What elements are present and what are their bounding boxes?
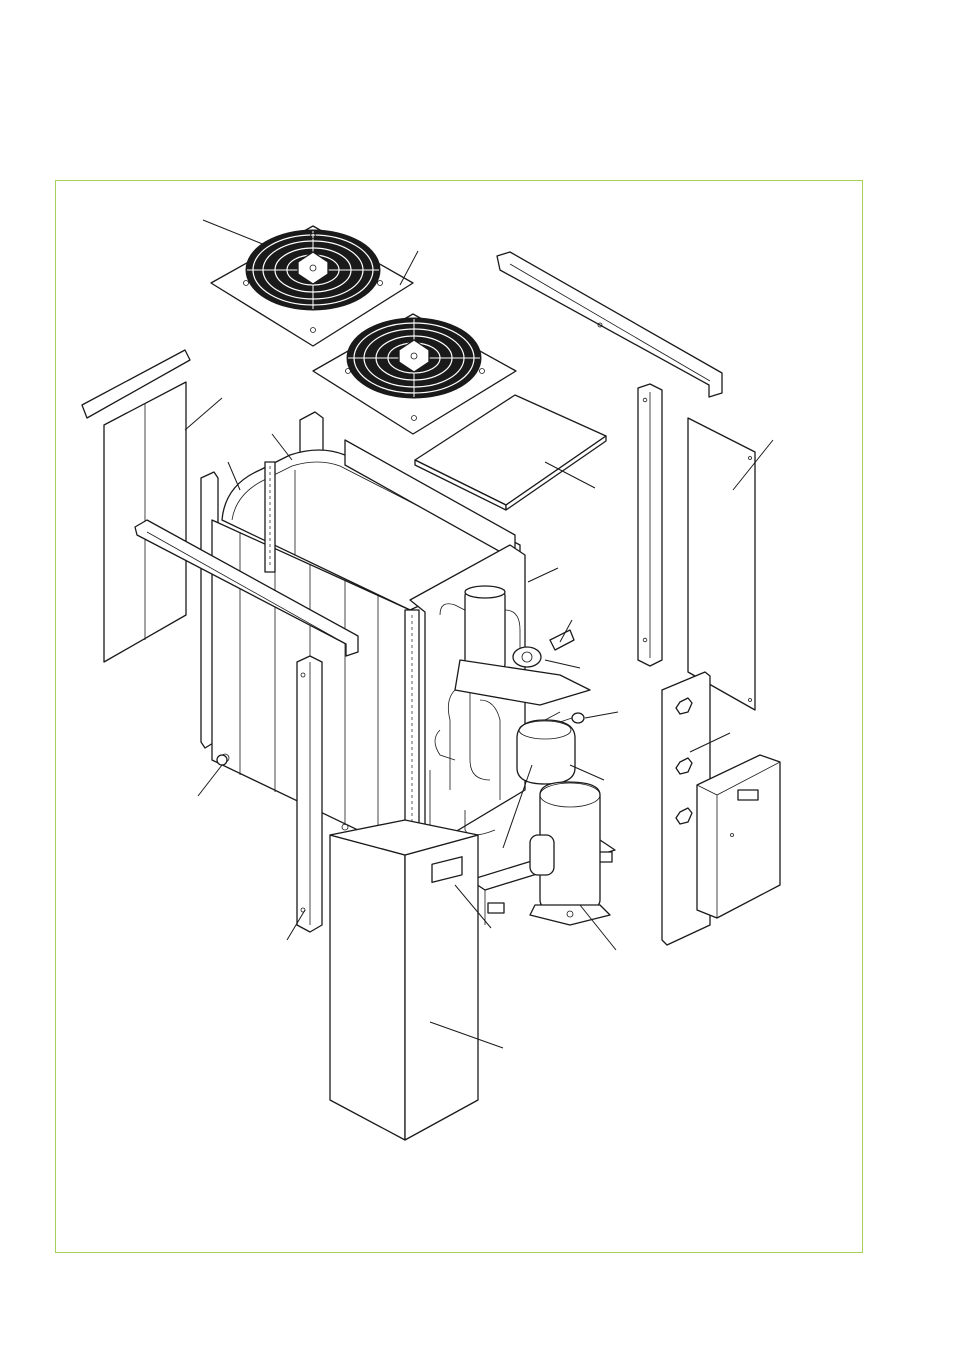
service-panel: [296, 655, 323, 933]
side-rail-right: [637, 383, 663, 667]
fan-assembly-left: [210, 225, 414, 347]
leader-coil-frame: [271, 433, 293, 461]
leader-front-panel: [429, 1021, 504, 1049]
electrical-box: [696, 754, 781, 919]
leader-rear-grille: [184, 397, 223, 431]
four-way-valve: [464, 585, 521, 671]
leader-drier: [584, 711, 619, 719]
top-cover-panel: [414, 394, 607, 511]
mounting-bracket: [454, 659, 591, 706]
diagram-frame: [55, 180, 863, 1253]
accumulator: [516, 711, 576, 785]
top-cover-rail: [496, 251, 723, 398]
electrical-mounting-panel: [661, 671, 711, 946]
filter-drier: [559, 712, 585, 724]
front-panel: [329, 819, 479, 1141]
leader-nameplate: [454, 884, 492, 929]
fan-motor-hub-right: [398, 339, 430, 373]
leader-corner-post: [227, 461, 241, 491]
side-panel-right: [687, 417, 756, 711]
fan-assembly-right: [312, 313, 517, 435]
leader-top-cover: [544, 461, 596, 489]
rear-grille: [81, 349, 191, 663]
leader-electrical-panel: [689, 732, 731, 753]
leader-accumulator: [569, 764, 605, 781]
leader-fan: [202, 219, 266, 246]
leader-side-panel: [732, 439, 774, 491]
fan-motor-hub-left: [297, 251, 329, 285]
leader-expansion: [544, 659, 581, 669]
nameplate: [431, 856, 463, 883]
leader-drain: [197, 764, 223, 797]
leader-valve: [559, 619, 573, 643]
leader-coil: [527, 567, 559, 583]
callout-leaders: [184, 219, 774, 1049]
compressor: [529, 781, 611, 926]
leader-service-rail: [286, 909, 306, 941]
leader-compressor: [579, 904, 617, 951]
drain-fitting: [216, 754, 228, 766]
leader-fan-plate: [399, 250, 419, 286]
side-rail-front: [134, 519, 359, 657]
expansion-valve: [512, 629, 575, 668]
leader-piping: [502, 764, 533, 849]
